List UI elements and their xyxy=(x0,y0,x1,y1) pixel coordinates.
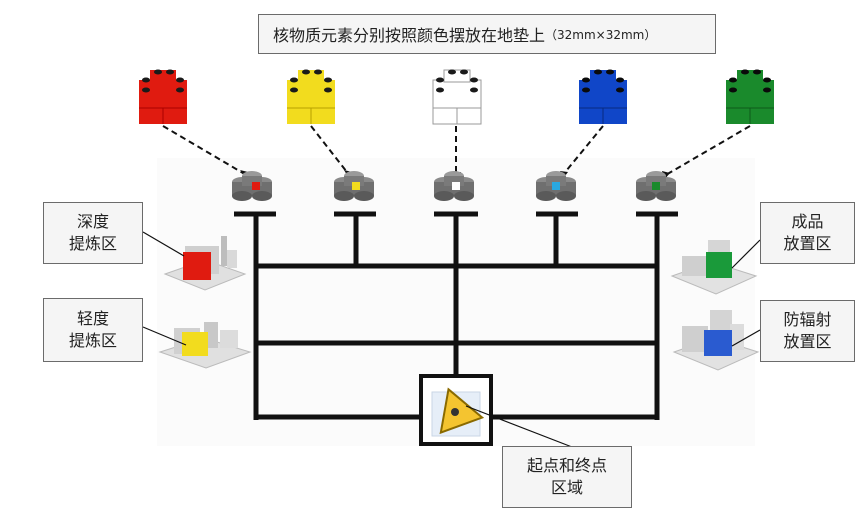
brick-red xyxy=(139,69,187,124)
zone-light-refine-label: 轻度 提炼区 xyxy=(43,298,143,362)
brick-white xyxy=(432,69,482,125)
zone-deep-refine-label: 深度 提炼区 xyxy=(43,202,143,264)
building-icon xyxy=(670,240,760,371)
radiation-warning-icon xyxy=(431,387,485,437)
barrel-stack-icon xyxy=(232,171,676,201)
title-text: 核物质元素分别按照颜色摆放在地垫上 xyxy=(273,26,546,45)
callout-lines xyxy=(142,231,761,448)
factory-icon xyxy=(158,236,252,369)
zone-radiation-label: 防辐射 放置区 xyxy=(760,300,855,362)
zone-product-label: 成品 放置区 xyxy=(760,202,855,264)
dashed-arrows xyxy=(162,125,751,177)
brick-yellow xyxy=(287,69,335,124)
title-suffix: （32mm×32mm） xyxy=(545,27,657,42)
brick-blue xyxy=(579,69,627,124)
page-title: 核物质元素分别按照颜色摆放在地垫上（32mm×32mm） xyxy=(258,14,716,54)
track-lines xyxy=(234,211,678,420)
brick-green xyxy=(726,69,774,124)
zone-start-end-label: 起点和终点 区域 xyxy=(502,446,632,508)
